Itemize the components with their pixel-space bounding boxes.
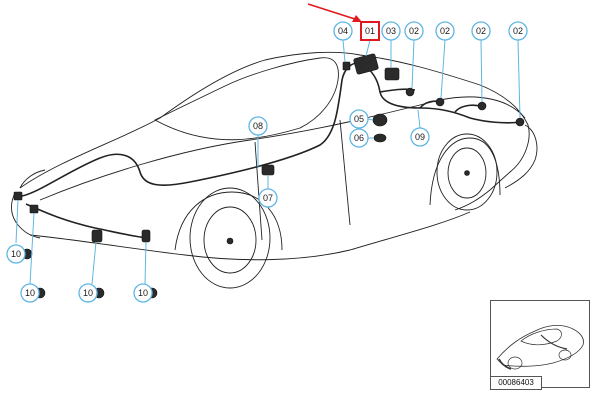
svg-text:07: 07 bbox=[263, 193, 273, 203]
part-04 bbox=[342, 61, 351, 71]
svg-text:08: 08 bbox=[253, 121, 263, 131]
callout-08[interactable]: 08 bbox=[248, 116, 268, 136]
part-03 bbox=[384, 67, 400, 81]
callout-02c[interactable]: 02 bbox=[471, 21, 491, 41]
part-05 bbox=[372, 113, 388, 127]
callout-01[interactable]: 01 bbox=[360, 21, 380, 41]
part-10a bbox=[13, 191, 23, 201]
callout-10a[interactable]: 10 bbox=[6, 244, 26, 264]
control-module bbox=[353, 53, 379, 75]
callout-04[interactable]: 04 bbox=[333, 21, 353, 41]
svg-text:02: 02 bbox=[476, 26, 486, 36]
callout-09[interactable]: 09 bbox=[410, 127, 430, 147]
callout-10b[interactable]: 10 bbox=[20, 283, 40, 303]
svg-text:10: 10 bbox=[83, 288, 93, 298]
inset-car-icon bbox=[496, 325, 584, 370]
leader-lines bbox=[15, 39, 521, 285]
svg-text:02: 02 bbox=[513, 26, 523, 36]
part-07 bbox=[261, 164, 275, 176]
callout-02b[interactable]: 02 bbox=[435, 21, 455, 41]
part-06 bbox=[373, 133, 387, 143]
callout-03[interactable]: 03 bbox=[381, 21, 401, 41]
svg-text:03: 03 bbox=[386, 26, 396, 36]
sensor-02a bbox=[405, 87, 415, 97]
highlight-arrow bbox=[307, 3, 362, 22]
svg-text:10: 10 bbox=[138, 288, 148, 298]
reference-number: 00086403 bbox=[490, 376, 542, 390]
callout-02a[interactable]: 02 bbox=[404, 21, 424, 41]
svg-text:02: 02 bbox=[440, 26, 450, 36]
svg-text:05: 05 bbox=[354, 114, 364, 124]
callout-06[interactable]: 06 bbox=[349, 128, 369, 148]
parts bbox=[13, 53, 525, 299]
sensor-02c bbox=[477, 101, 487, 111]
part-10b bbox=[29, 204, 39, 214]
callout-02d[interactable]: 02 bbox=[508, 21, 528, 41]
callout-10c[interactable]: 10 bbox=[78, 283, 98, 303]
inset-thumbnail bbox=[490, 300, 590, 388]
car-outline bbox=[10, 51, 538, 289]
svg-text:01: 01 bbox=[365, 26, 375, 36]
svg-text:09: 09 bbox=[415, 132, 425, 142]
svg-text:10: 10 bbox=[11, 249, 21, 259]
callout-05[interactable]: 05 bbox=[349, 109, 369, 129]
sensor-02d bbox=[515, 117, 525, 127]
svg-text:10: 10 bbox=[25, 288, 35, 298]
part-10c bbox=[91, 229, 103, 243]
part-10d bbox=[141, 229, 151, 243]
svg-text:04: 04 bbox=[338, 26, 348, 36]
callout-07[interactable]: 07 bbox=[258, 188, 278, 208]
svg-text:02: 02 bbox=[409, 26, 419, 36]
svg-text:06: 06 bbox=[354, 133, 364, 143]
sensor-02b bbox=[435, 97, 445, 107]
callout-10d[interactable]: 10 bbox=[133, 283, 153, 303]
